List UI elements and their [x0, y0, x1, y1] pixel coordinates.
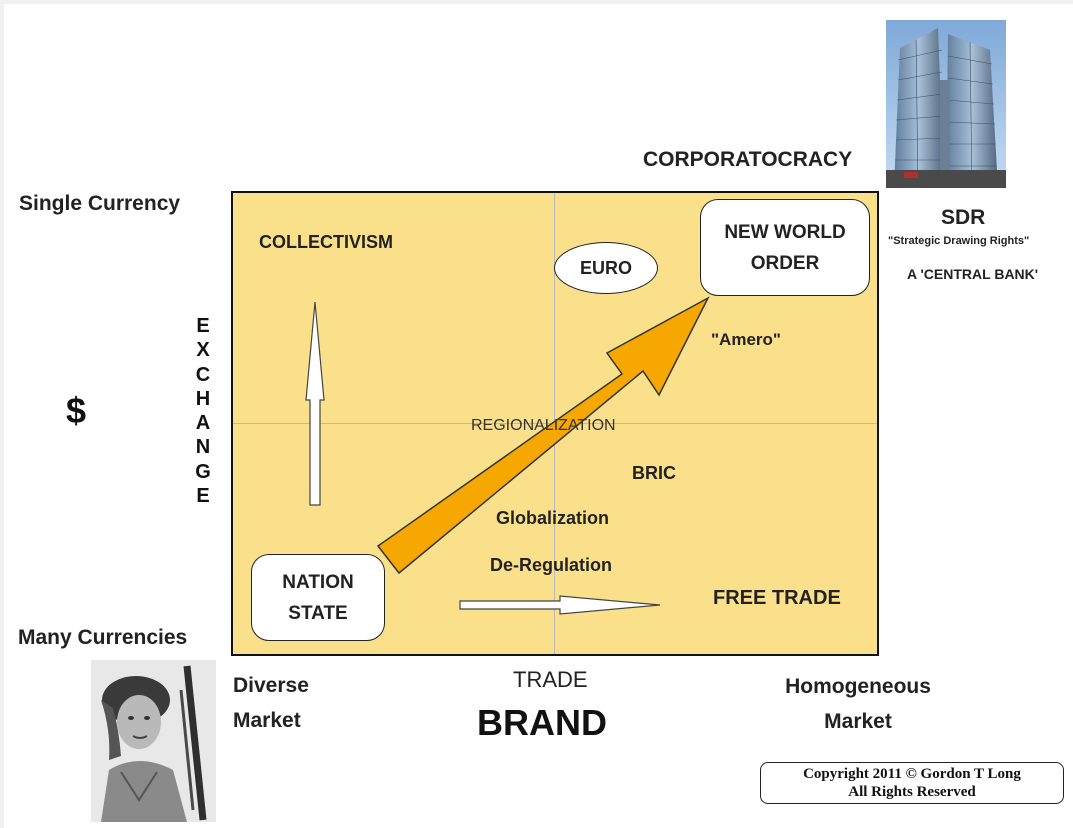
- brand-label: BRAND: [477, 702, 607, 743]
- copyright-box: Copyright 2011 © Gordon T Long All Right…: [760, 762, 1064, 804]
- trade-label: TRADE: [513, 667, 588, 692]
- homogeneous-line1: Homogeneous: [785, 675, 931, 698]
- exchange-letter: H: [195, 387, 211, 410]
- new-world-order-box: NEW WORLD ORDER: [700, 199, 870, 296]
- frontiersman-photo: [91, 660, 216, 822]
- exchange-letter: G: [195, 460, 211, 483]
- nation-line2: STATE: [288, 602, 348, 624]
- exchange-letter: C: [195, 363, 211, 386]
- diverse-line1: Diverse: [233, 674, 309, 697]
- exchange-letter: E: [196, 315, 210, 337]
- regionalization-label: REGIONALIZATION: [471, 417, 616, 434]
- exchange-letter: X: [196, 339, 210, 362]
- globalization-label: Globalization: [496, 508, 610, 528]
- sdr-subtitle: "Strategic Drawing Rights": [888, 235, 1030, 247]
- nwo-line1: NEW WORLD: [724, 221, 846, 243]
- deregulation-label: De-Regulation: [490, 555, 613, 575]
- exchange-letter: A: [195, 412, 211, 435]
- single-currency-label: Single Currency: [19, 192, 181, 215]
- sdr-title: SDR: [941, 206, 986, 229]
- many-currencies-label: Many Currencies: [18, 626, 188, 649]
- diverse-line2: Market: [233, 709, 301, 732]
- regionalization-arrow: [376, 296, 710, 575]
- free-trade-right-arrow: [459, 595, 661, 615]
- euro-label: EURO: [579, 257, 632, 278]
- nwo-line2: ORDER: [750, 252, 820, 274]
- bric-label: BRIC: [632, 463, 676, 483]
- nation-state-box: NATION STATE: [251, 554, 385, 641]
- amero-label: "Amero": [711, 330, 781, 349]
- homogeneous-market-label: Homogeneous Market: [773, 669, 943, 739]
- copyright-line2: All Rights Reserved: [848, 784, 976, 800]
- exchange-letter: E: [196, 485, 210, 508]
- homogeneous-line2: Market: [824, 710, 892, 733]
- dollar-sign: $: [66, 390, 87, 431]
- diverse-market-label: Diverse Market: [233, 668, 309, 738]
- euro-oval: EURO: [554, 242, 658, 294]
- skyscraper-photo: [886, 20, 1006, 188]
- collectivism-up-arrow: [305, 301, 325, 506]
- exchange-letter: N: [195, 436, 211, 459]
- nation-line1: NATION: [282, 571, 354, 593]
- central-bank-label: A 'CENTRAL BANK': [907, 266, 1039, 282]
- copyright-line1: Copyright 2011 © Gordon T Long: [803, 766, 1021, 782]
- free-trade-label: FREE TRADE: [713, 587, 841, 609]
- collectivism-label: COLLECTIVISM: [259, 232, 393, 252]
- corporatocracy-label: CORPORATOCRACY: [643, 148, 853, 171]
